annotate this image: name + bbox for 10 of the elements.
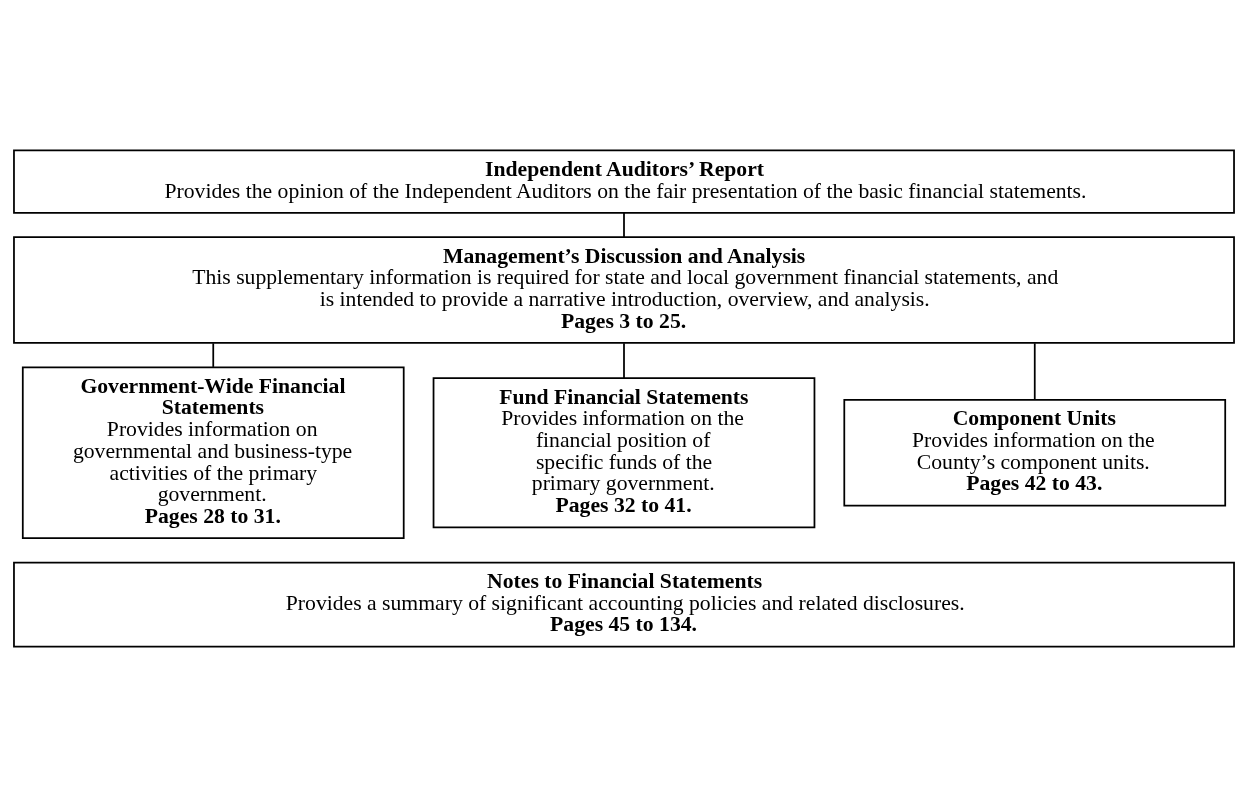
node-box: Notes to Financial Statements Provides a summary of significant accounting policies and related disclosures. Pages 45 to 134. bbox=[13, 561, 1235, 647]
connector bbox=[623, 211, 625, 238]
node-box: Independent Auditors’ Report Provides the opinion of the Independent Auditors on the fair presentation of the basic financial statements. bbox=[13, 149, 1235, 214]
node-box: Component Units Provides information on the County’s component units. Pages 42 to 43. bbox=[843, 398, 1227, 506]
connector bbox=[212, 341, 215, 368]
connector bbox=[1033, 341, 1036, 400]
connector bbox=[623, 341, 625, 379]
node-box: Government-Wide Financial Statements Provides information on governmental and business-type activities of the primary government. Pages 28 to 31. bbox=[21, 365, 405, 539]
node-box: Fund Financial Statements Provides information on the financial position of specific funds of the primary government. Pages 32 to 41. bbox=[432, 376, 816, 528]
node-box: Management’s Discussion and Analysis This supplementary information is required for state and local government financial statements, and is intended to provide a narrative introduction, overview, and analysis. Pages 3 to 25. bbox=[13, 235, 1235, 344]
